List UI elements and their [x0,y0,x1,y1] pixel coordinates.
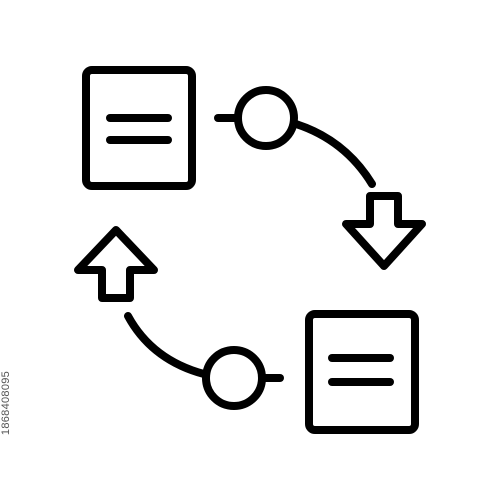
stock-image-id: 1868408095 [0,370,12,436]
connector-node-bottom [124,312,284,410]
connector-node-top [214,86,376,188]
document-icon-bottom [305,310,419,434]
up-arrow-icon [74,226,158,302]
document-icon-top [82,66,196,190]
down-arrow-icon [342,192,426,270]
